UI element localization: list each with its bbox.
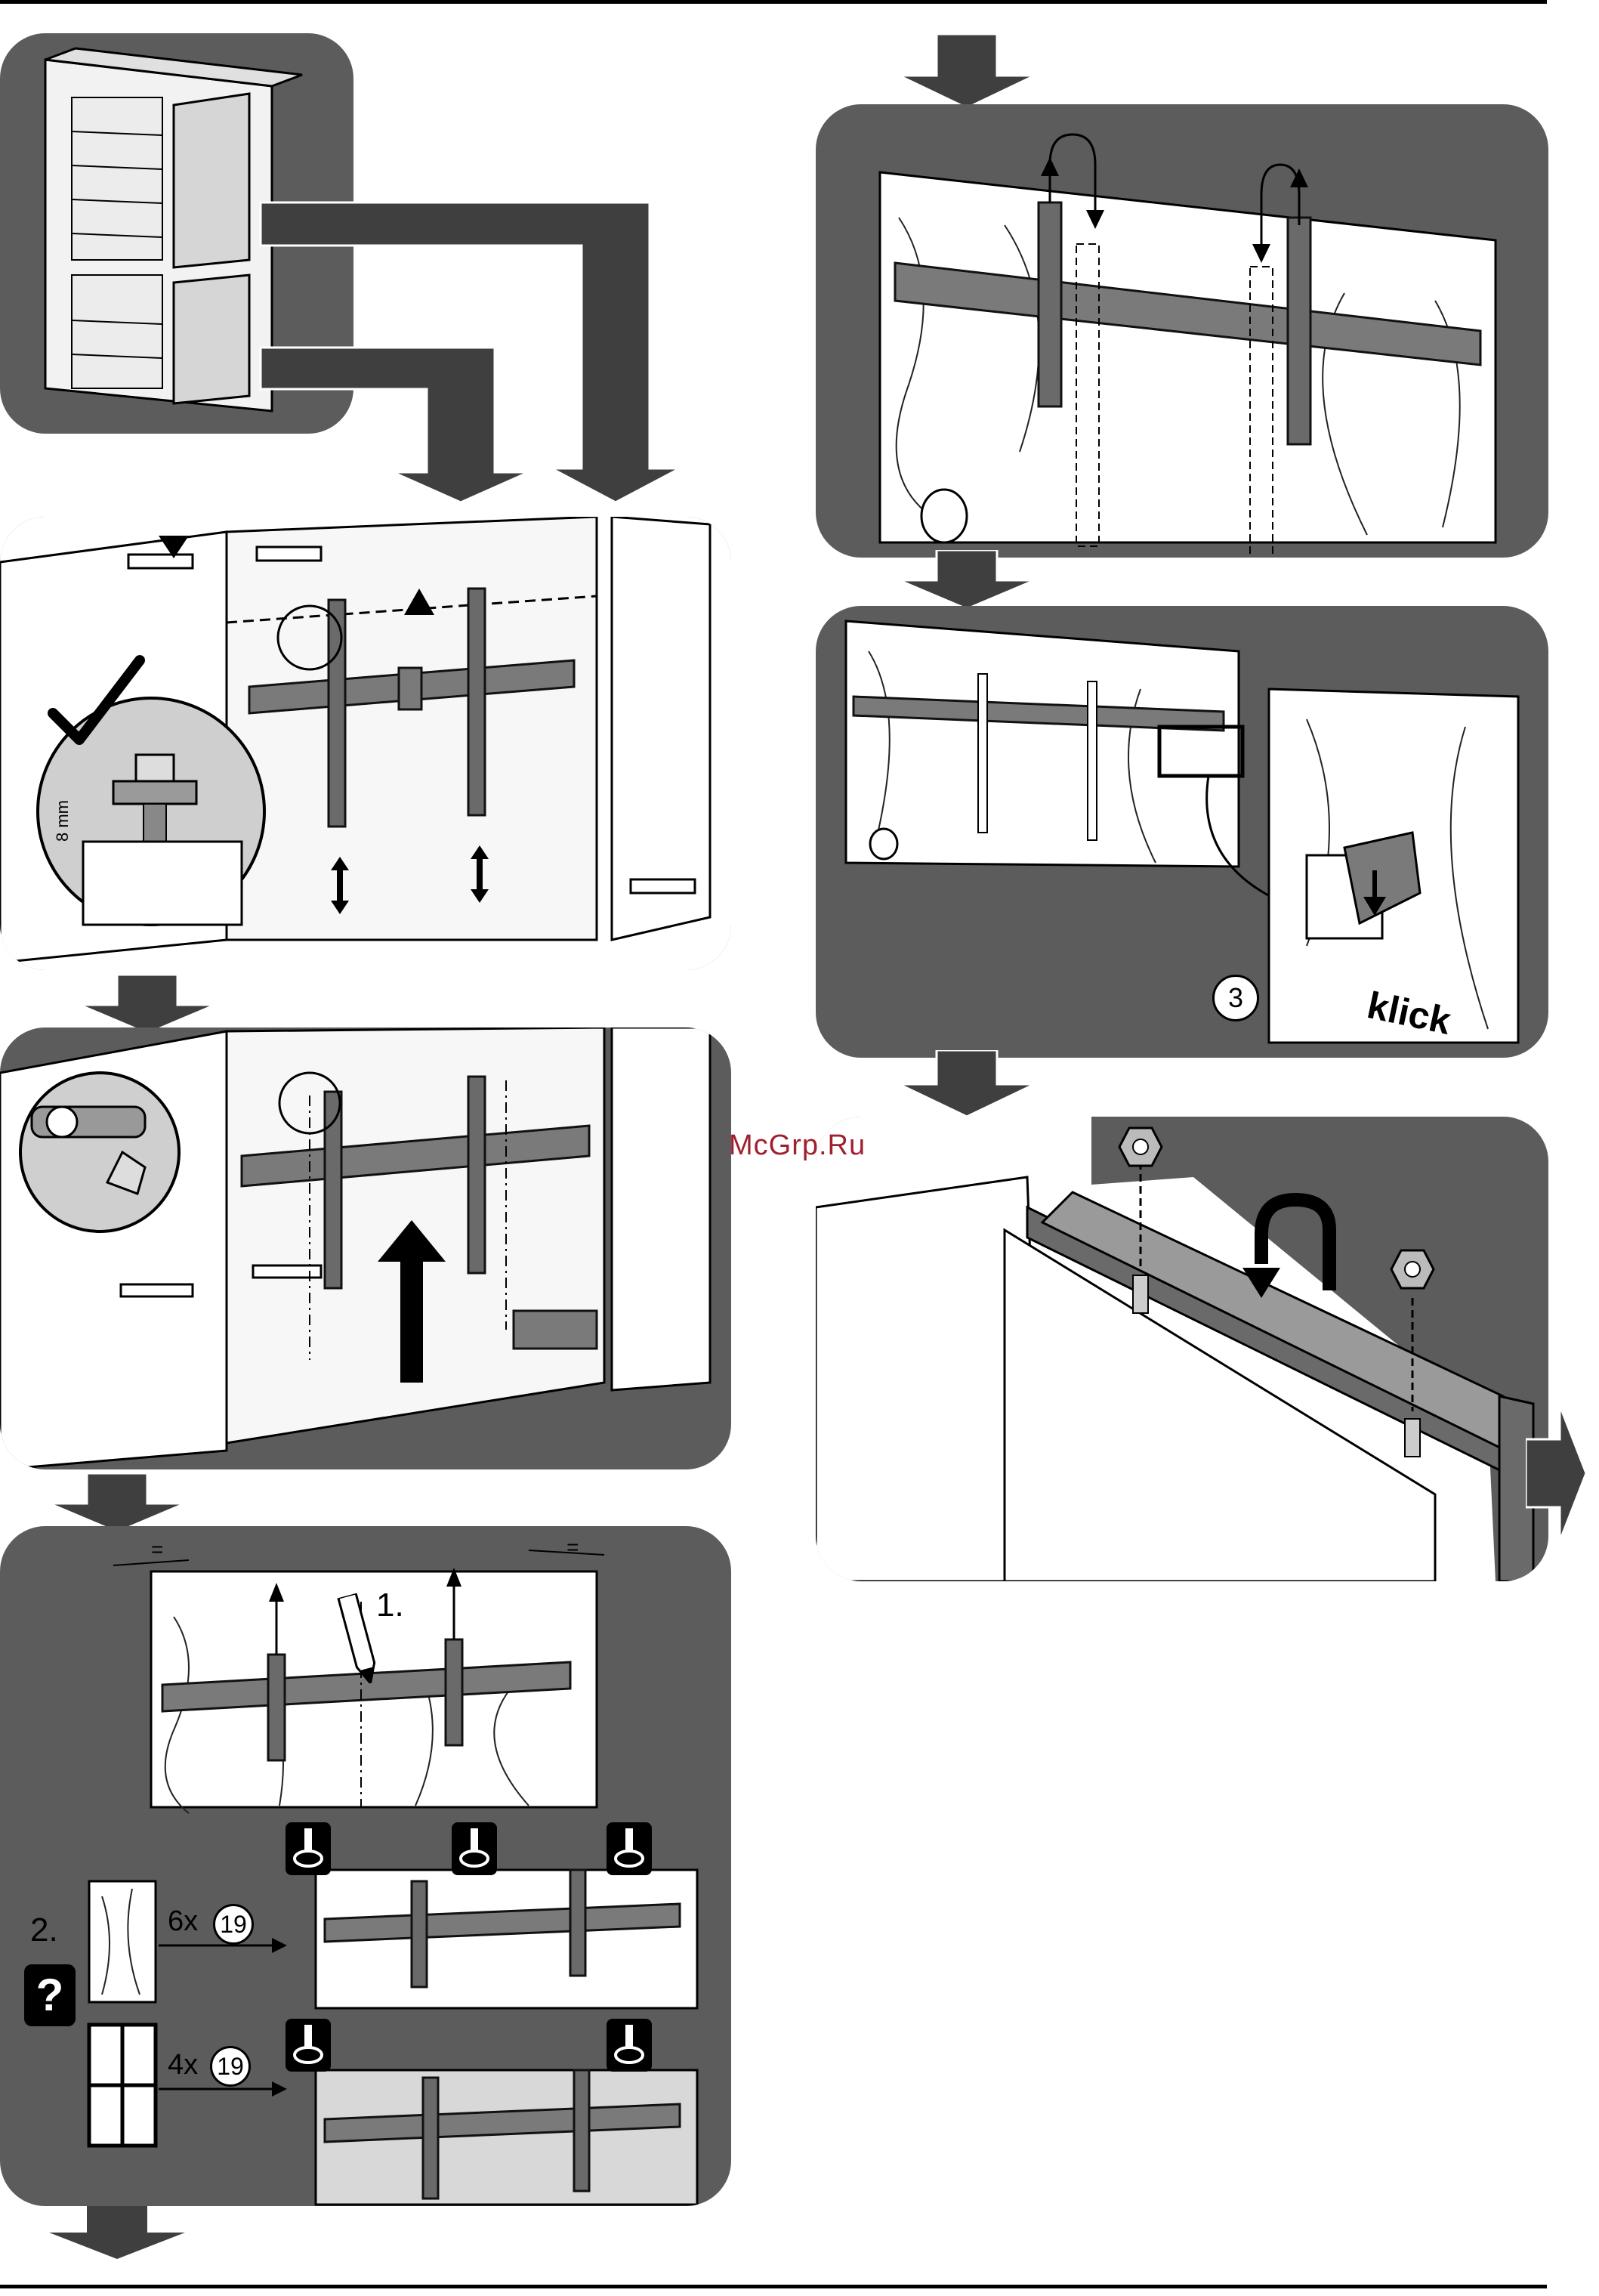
screwdriver-icon: [607, 1822, 652, 1875]
nut-icon: [1390, 1247, 1435, 1292]
part-number-badge: 19: [210, 2046, 251, 2087]
flow-arrow-down-icon: [891, 34, 1042, 110]
step-one-label: 1.: [376, 1587, 404, 1624]
bottom-rule: [0, 2285, 1547, 2288]
screwdriver-icon: [607, 2019, 652, 2072]
nut-icon: [1118, 1124, 1163, 1170]
tick-icon: [38, 645, 151, 759]
bar-insertion-panel: [816, 104, 1548, 558]
flow-arrow-down-icon: [891, 550, 1042, 610]
screwdriver-icon: [452, 1822, 497, 1875]
count-four-label: 4x: [168, 2049, 198, 2081]
equal-mark-left: =: [151, 1537, 163, 1562]
step-three-badge: 3: [1212, 975, 1259, 1021]
flow-arrow-down-icon: [72, 975, 223, 1035]
watermark-text: McGrp.Ru: [729, 1129, 866, 1162]
flow-arrow-down-icon: [891, 1050, 1042, 1118]
nut-fixing-panel: [816, 1117, 1548, 1581]
klick-panel: 3 klick: [816, 606, 1548, 1058]
door-fixing-panel: 1. = = 2. 6x 19 4x 19 ?: [0, 1526, 731, 2206]
dimension-label: 8 mm: [53, 800, 73, 842]
equal-mark-right: =: [566, 1535, 579, 1559]
screwdriver-icon: [286, 2019, 331, 2072]
wrench-icon: [9, 1061, 190, 1243]
flow-arrow-down-icon: [42, 1473, 193, 1534]
screwdriver-icon: [286, 1822, 331, 1875]
step-two-label: 2.: [30, 1911, 58, 1949]
count-six-label: 6x: [168, 1905, 198, 1938]
part-number-badge: 19: [213, 1904, 254, 1945]
flow-arrow-right-icon: [1526, 1405, 1586, 1541]
flow-arrow-down-icon: [0, 0, 695, 514]
flow-arrow-down-icon: [42, 2206, 193, 2259]
question-icon: ?: [24, 1964, 76, 2026]
bracket-mount-panel: 8 mm: [0, 517, 731, 970]
hinge-alignment-panel: [0, 1027, 731, 1469]
